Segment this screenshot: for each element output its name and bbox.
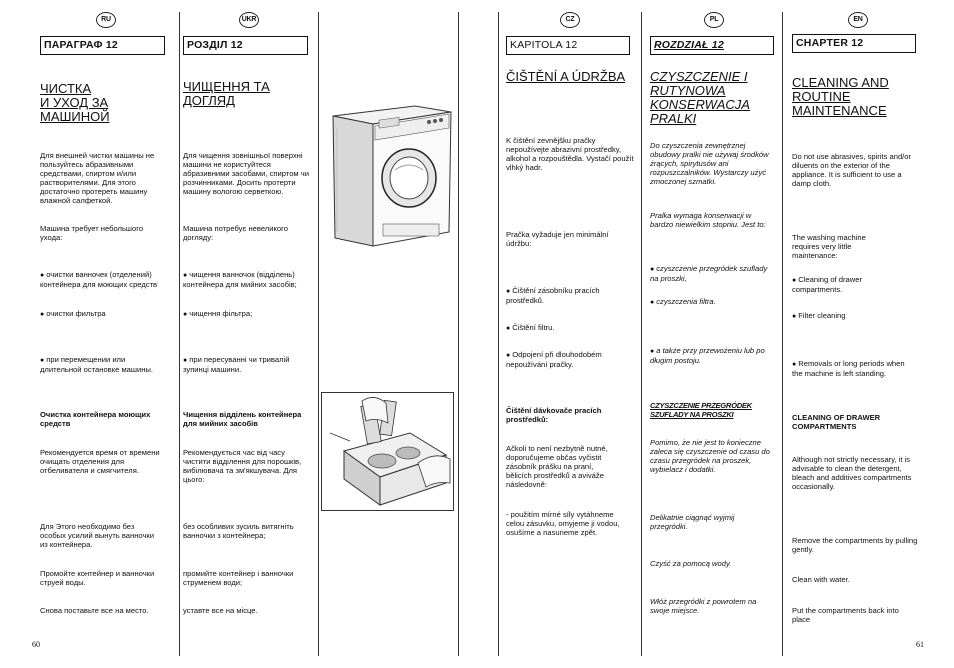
section-title: ČIŠTĚNÍ A ÚDRŽBA [506,69,626,84]
page-number-left: 60 [32,640,40,649]
paragraph: Ačkoli to není nezbytně nutné, doporučuj… [506,444,608,489]
intro-paragraph: K čištění zevnějšku pračky nepoužívejte … [506,136,634,172]
subheading: Чищення відділень контейнера для мийних … [183,410,302,428]
language-badge-pl: PL [704,12,724,28]
bullet-item: Čištění zásobníku pracích prostředků. [506,286,632,305]
paragraph: Промойте контейнер и ванночки струей вод… [40,569,155,587]
language-badge-cz: CZ [560,12,580,28]
chapter-heading: CHAPTER 12 [792,34,916,53]
bullet-item: при перемещении или длительной остановке… [40,355,165,374]
bullet-item: очистки ванночек (отделений) контейнера … [40,270,165,289]
chapter-heading: KAPITOLA 12 [506,36,630,55]
chapter-heading: ПАРАГРАФ 12 [40,36,165,55]
column-divider [318,12,319,656]
maintenance-paragraph: Машина требует небольшого ухода: [40,224,144,242]
paragraph: Clean with water. [792,575,850,584]
bullet-item: czyszczenia filtra. [650,297,770,307]
paragraph: без особливих зусиль витягніть ванночки … [183,522,294,540]
subheading: CLEANING OF DRAWER COMPARTMENTS [792,413,881,431]
paragraph: Put the compartments back into place [792,606,899,624]
intro-paragraph: Для внешней чистки машины не пользуйтесь… [40,151,155,205]
drawer-removal-illustration [321,392,454,511]
language-badge-ru: RU [96,12,116,28]
paragraph: Для Этого необходимо без особых усилий в… [40,522,154,549]
bullet-item: чищення фільтра; [183,309,308,319]
subheading: CZYSZCZENIE PRZEGRÓDEK SZUFLADY NA PROSZ… [650,401,752,419]
paragraph: уставте все на місце. [183,606,258,615]
bullet-item: Odpojení při dlouhodobém nepoužívání pra… [506,350,632,369]
bullet-item: czyszczenie przegródek szuflady na prosz… [650,264,770,283]
chapter-heading: ROZDZIAŁ 12 [650,36,774,55]
language-badge-en: EN [848,12,868,28]
maintenance-paragraph: Pračka vyžaduje jen minimální údržbu: [506,230,609,248]
maintenance-paragraph: Машина потребує невеликого догляду: [183,224,288,242]
column-divider [179,12,180,656]
washing-machine-icon [332,105,452,247]
paragraph: Рекомендується час від часу чистити відд… [183,448,302,484]
subheading: Очистка контейнера моющих средств [40,410,151,428]
intro-paragraph: Do not use abrasives, spirits and/or dil… [792,152,912,188]
bullet-item: Removals or long periods when the machin… [792,359,916,378]
detergent-drawer-icon [329,397,451,506]
page-number-right: 61 [916,640,924,649]
column-divider [641,12,642,656]
bullet-item: очистки фильтра [40,309,165,319]
paragraph: Although not strictly necessary, it is a… [792,455,912,491]
paragraph: Włóż przegródki z powrotem na swoje miej… [650,597,757,615]
page-divider [498,12,499,656]
page-divider [458,12,459,656]
paragraph: Czyść za pomocą wody. [650,559,732,568]
bullet-item: при пересуванні чи тривалій зупинці маши… [183,355,308,374]
subheading: Čištění dávkovače pracích prostředků: [506,406,602,424]
paragraph: Рекомендуется время от времени очищать о… [40,448,160,475]
paragraph: Pomimo, że nie jest to konieczne zaleca … [650,438,770,474]
bullet-item: чищення ванночок (відділень) контейнера … [183,270,308,289]
column-cz: CZ KAPITOLA 12 ČIŠTĚNÍ A ÚDRŽBA K čištěn… [506,0,636,646]
bullet-item: Čištění filtru. [506,323,632,333]
language-badge-ukr: UKR [239,12,259,28]
column-divider [782,12,783,656]
chapter-heading: РОЗДІЛ 12 [183,36,308,55]
washing-machine-illustration [323,98,454,251]
paragraph: промийте контейнер і ванночки струменем … [183,569,294,587]
paragraph: Remove the compartments by pulling gentl… [792,536,918,554]
intro-paragraph: Do czyszczenia zewnętrznej obudowy pralk… [650,141,769,186]
intro-paragraph: Для чищення зовнішньої поверхні машини н… [183,151,309,196]
maintenance-paragraph: Pralka wymaga konserwacji w bardzo niewi… [650,211,766,229]
bullet-item: a także przy przewożeniu lub po długim p… [650,346,772,365]
bullet-item: Filter cleaning [792,311,902,321]
paragraph: Delikatnie ciągnąć wyjmij przegródki. [650,513,735,531]
paragraph: Снова поставьте все на место. [40,606,149,615]
bullet-item: Cleaning of drawer compartments. [792,275,902,294]
paragraph: - použitím mírné síly vytáhneme celou zá… [506,510,620,537]
maintenance-paragraph: The washing machine requires very little… [792,233,866,260]
